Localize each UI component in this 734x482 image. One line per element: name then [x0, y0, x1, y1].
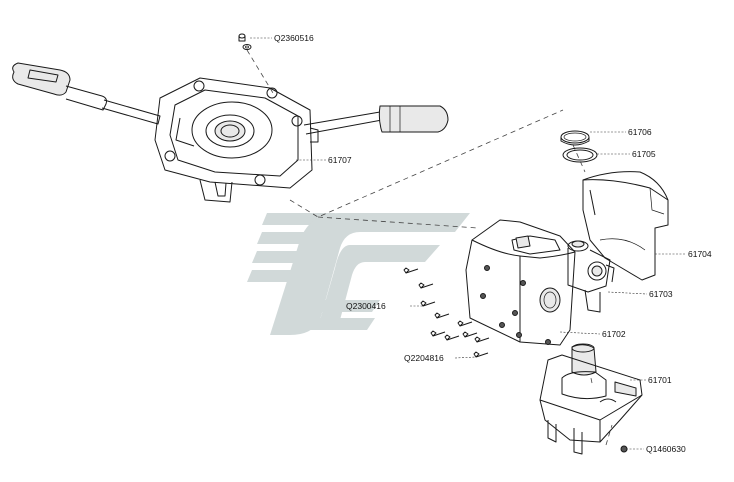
callout-labels: Q2360516 61707 61706 61705 61704 61703 Q…	[274, 33, 712, 454]
lower-cover-61702	[465, 219, 576, 346]
mechanism-61703	[511, 235, 615, 313]
label-q1460630: Q1460630	[646, 444, 686, 454]
screw-set	[403, 267, 628, 453]
ring-61706	[560, 130, 590, 146]
label-61702: 61702	[602, 329, 626, 339]
upper-cover-61704	[582, 171, 669, 281]
label-q2300416: Q2300416	[346, 301, 386, 311]
leader-lines	[250, 37, 686, 450]
label-q2204816: Q2204816	[404, 353, 444, 363]
ring-61705	[562, 147, 598, 163]
label-61707: 61707	[328, 155, 352, 165]
label-61703: 61703	[649, 289, 673, 299]
screw-q2360516	[238, 33, 252, 50]
column-bracket-61701	[539, 343, 643, 455]
label-61706: 61706	[628, 127, 652, 137]
combination-switch-61707	[12, 62, 449, 203]
label-61704: 61704	[688, 249, 712, 259]
label-61705: 61705	[632, 149, 656, 159]
label-q2360516: Q2360516	[274, 33, 314, 43]
watermark-logo	[247, 213, 470, 335]
label-61701: 61701	[648, 375, 672, 385]
